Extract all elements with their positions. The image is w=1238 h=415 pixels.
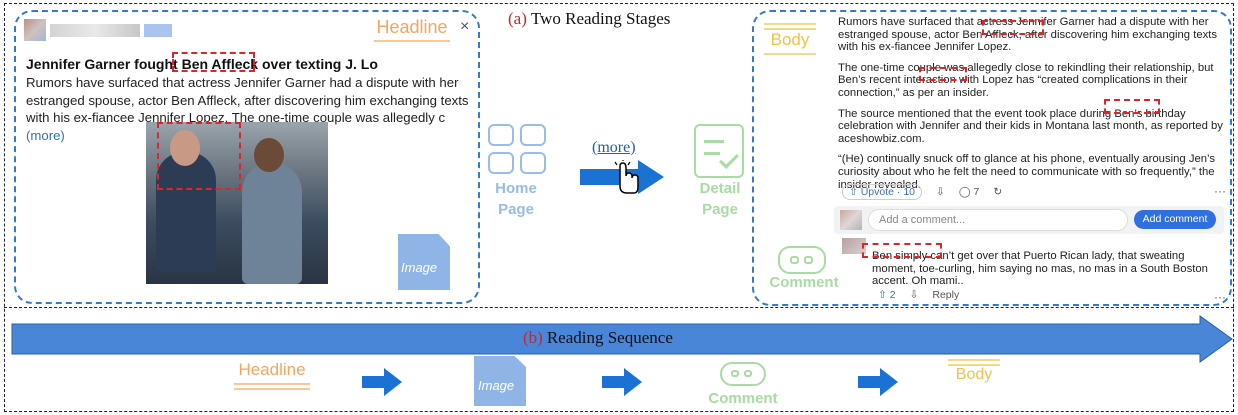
avatar (24, 19, 46, 41)
body-label-text: Body (770, 30, 810, 49)
home-page-icon (488, 124, 548, 176)
sequence-step-arrow (858, 368, 898, 396)
detail-page-icon (694, 124, 744, 178)
blurred-follow-tag (144, 23, 172, 37)
sequence-step-label: Image (478, 378, 515, 393)
sequence-comment-icon (720, 362, 766, 386)
article-actions: ⇧ Upvote · 10 ⇩ ◯ 7 ↻ (842, 184, 1002, 200)
post-preview-text: Rumors have surfaced that actress Jennif… (26, 75, 469, 125)
comment-icon (778, 246, 826, 274)
sequence-step-image: Image (474, 356, 526, 406)
downvote-icon[interactable]: ⇩ (936, 186, 945, 198)
comments-button[interactable]: ◯ 7 (958, 186, 980, 198)
avatar (840, 210, 862, 230)
blurred-user-info (24, 19, 172, 41)
body-label: Body (758, 20, 822, 55)
home-page-panel: Headline × Jennifer Garner fought Ben Af… (14, 10, 480, 304)
stage-title: (a)Two Reading Stages (508, 9, 670, 29)
detail-page-label: Detail Page (699, 180, 741, 218)
comment-input[interactable]: Add a comment... (868, 209, 1128, 231)
hand-cursor-icon (619, 162, 639, 194)
image-label: Image (401, 260, 438, 275)
highlight-box-reply (862, 243, 942, 258)
reply-upvote-count: 2 (889, 289, 896, 301)
detail-page-panel: Body Rumors have surfaced that actress J… (752, 10, 1232, 306)
stage-title-text: Two Reading Stages (530, 9, 671, 28)
headline-label-text: Headline (376, 17, 448, 37)
home-page-label: Home Page (495, 180, 537, 218)
sequence-step-label: Body (955, 366, 993, 383)
article-paragraph: “(He) continually snuck off to glance at… (838, 153, 1215, 191)
sequence-step-arrow (362, 368, 402, 396)
highlight-box-body-3 (1104, 99, 1160, 114)
more-options-icon[interactable]: ··· (1214, 184, 1226, 198)
sequence-step-arrow (602, 368, 642, 396)
post-title-highlight: Ben Affleck (181, 56, 259, 72)
reply-more-options-icon[interactable]: ··· (1214, 290, 1226, 304)
post-title-post: over texting J. Lo (258, 56, 378, 72)
highlight-box-body-2 (919, 67, 967, 81)
stage-tag: (a) (508, 9, 527, 28)
more-link[interactable]: (more) (26, 127, 65, 143)
reply-button[interactable]: Reply (932, 289, 960, 301)
sequence-step-body: Body (944, 356, 1004, 384)
comments-count: 7 (973, 186, 980, 198)
highlight-box-title (172, 52, 255, 72)
post-title[interactable]: Jennifer Garner fought Ben Affleck over … (26, 56, 378, 72)
reply-comment-text: Ben simply can’t get over that Puerto Ri… (872, 250, 1208, 288)
section-divider (4, 307, 1234, 308)
upvote-count: Upvote · 10 (860, 186, 915, 198)
comment-composer: Add a comment... Add comment (834, 206, 1224, 234)
transition-arrow (580, 160, 664, 194)
transition-more-link[interactable]: (more) (592, 139, 636, 156)
image-icon: Image (398, 234, 450, 290)
reply-downvote-icon[interactable]: ⇩ (909, 289, 919, 301)
share-icon[interactable]: ↻ (993, 186, 1003, 198)
sequence-step-headline: Headline (230, 360, 314, 390)
outer-frame (4, 3, 1234, 412)
article-paragraph: The one-time couple was allegedly close … (838, 61, 1214, 99)
sequence-tag: (b) (523, 328, 543, 347)
sequence-title: (b)Reading Sequence (523, 328, 673, 348)
close-icon[interactable]: × (460, 18, 470, 35)
post-title-pre: Jennifer Garner fought (26, 56, 182, 72)
sequence-step-label: Headline (238, 360, 306, 379)
blurred-username (50, 23, 140, 37)
comment-label: Comment (769, 274, 839, 291)
avatar (842, 238, 866, 254)
reading-sequence-arrow (11, 315, 1233, 363)
upvote-button[interactable]: ⇧ Upvote · 10 (842, 184, 922, 200)
post-preview: Rumors have surfaced that actress Jennif… (26, 74, 478, 144)
reply-upvote-button[interactable]: ⇧ 2 (878, 289, 896, 301)
highlight-box-face (157, 122, 241, 190)
highlight-box-body-1 (982, 20, 1044, 35)
post-photo[interactable] (146, 122, 328, 284)
add-comment-button[interactable]: Add comment (1134, 210, 1216, 229)
article-body: Rumors have surfaced that actress Jennif… (838, 16, 1228, 199)
sequence-step-comment: Comment (708, 390, 778, 407)
article-paragraph: The source mentioned that the event took… (838, 107, 1223, 145)
sequence-title-text: Reading Sequence (546, 328, 673, 347)
reply-actions: ⇧ 2 ⇩ Reply (878, 289, 959, 301)
headline-label: Headline (370, 17, 454, 42)
